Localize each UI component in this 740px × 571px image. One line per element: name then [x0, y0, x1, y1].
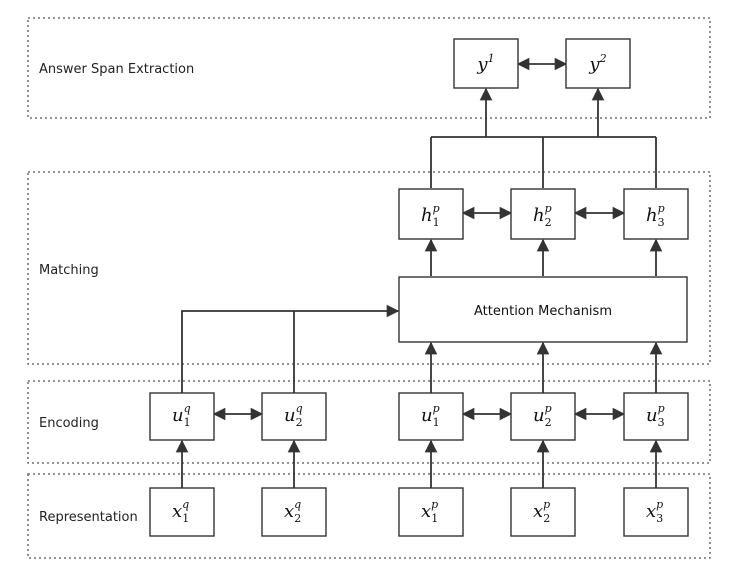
svg-text:hp1: hp1	[421, 202, 440, 229]
node-y1: y1	[453, 38, 519, 89]
svg-text:y1: y1	[476, 52, 494, 75]
svg-text:xq2: xq2	[284, 498, 301, 525]
svg-text:hp3: hp3	[646, 202, 665, 229]
svg-text:uq2: uq2	[284, 402, 303, 429]
arrow-uq1-to-attention	[181, 304, 400, 393]
encoding-layer	[27, 380, 711, 464]
svg-text:xp2: xp2	[533, 498, 550, 525]
layer-label-answer: Answer Span Extraction	[39, 62, 194, 77]
svg-text:xp3: xp3	[646, 498, 663, 525]
node-y2-sup: 2	[599, 52, 607, 65]
attention-mechanism-label: Attention Mechanism	[474, 304, 612, 319]
answer-span-extraction-layer	[27, 17, 711, 119]
node-y1-base: y	[476, 54, 488, 75]
layer-label-representation: Representation	[39, 510, 138, 525]
svg-text:xp1: xp1	[421, 498, 438, 525]
node-y2: y2	[565, 38, 631, 89]
svg-text:up3: up3	[646, 402, 665, 429]
attention-mechanism-box	[398, 276, 688, 343]
svg-text:xq1: xq1	[172, 498, 189, 525]
svg-text:up1: up1	[421, 402, 440, 429]
svg-text:hp2: hp2	[533, 202, 552, 229]
layer-label-encoding: Encoding	[39, 416, 99, 431]
representation-layer	[27, 473, 711, 559]
svg-text:up2: up2	[533, 402, 552, 429]
node-y1-sup: 1	[488, 52, 495, 65]
matching-layer	[27, 171, 711, 365]
svg-text:y2: y2	[588, 52, 606, 75]
layer-label-matching: Matching	[39, 263, 99, 278]
svg-text:uq1: uq1	[172, 402, 191, 429]
node-y2-base: y	[588, 54, 600, 75]
